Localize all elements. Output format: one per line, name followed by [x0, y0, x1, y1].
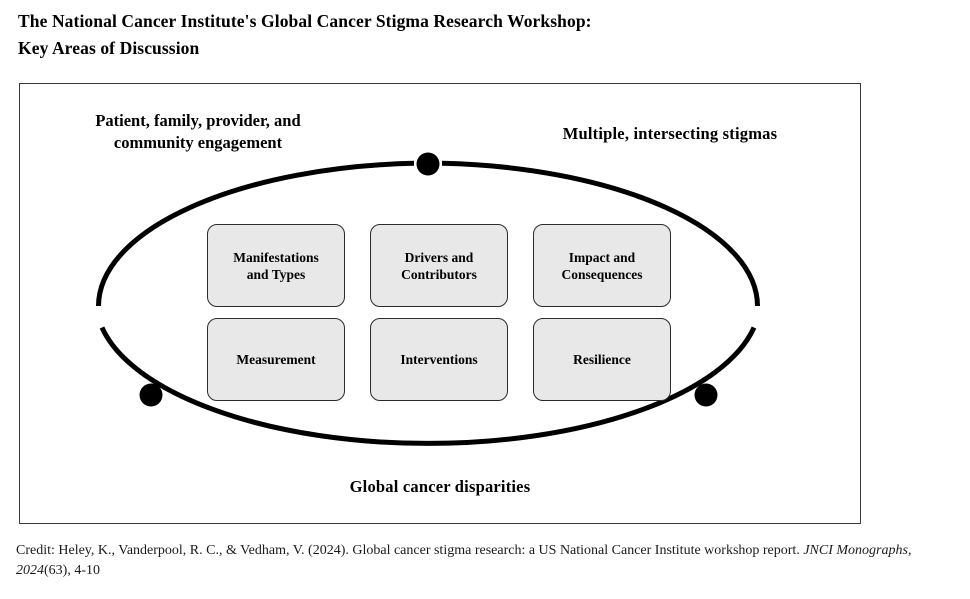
credit-separator: ,	[907, 543, 912, 558]
theme-box-impact-and-consequences: Impact and Consequences	[533, 224, 671, 307]
node-left-icon	[139, 383, 163, 407]
credit-journal: JNCI Monographs	[803, 543, 908, 558]
figure-frame: Patient, family, provider, and community…	[19, 83, 861, 524]
node-right-icon	[694, 383, 718, 407]
ring-label-engagement: Patient, family, provider, and community…	[95, 111, 301, 152]
ring-label-disparities: Global cancer disparities	[349, 477, 531, 496]
theme-box-resilience: Resilience	[533, 318, 671, 401]
ring-arc-bottom	[99, 326, 757, 446]
theme-box-manifestations-and-types: Manifestations and Types	[207, 224, 345, 307]
theme-box-drivers-and-contributors: Drivers and Contributors	[370, 224, 508, 307]
node-top-icon	[416, 152, 440, 176]
theme-box-measurement: Measurement	[207, 318, 345, 401]
credit-prefix: Credit: Heley, K., Vanderpool, R. C., & …	[16, 543, 804, 558]
credit-line: Credit: Heley, K., Vanderpool, R. C., & …	[16, 541, 956, 581]
stigma-ring-diagram	[96, 152, 760, 446]
page-title: The National Cancer Institute's Global C…	[18, 11, 592, 58]
ring-arc-top-right	[441, 160, 760, 307]
theme-box-interventions: Interventions	[370, 318, 508, 401]
ring-arc-top-left	[96, 160, 415, 307]
credit-volume: 2024	[16, 563, 44, 578]
ring-label-stigmas: Multiple, intersecting stigmas	[562, 124, 778, 143]
theme-grid: Manifestations and Types Drivers and Con…	[207, 224, 671, 401]
credit-issue-pages: (63), 4-10	[44, 563, 100, 578]
